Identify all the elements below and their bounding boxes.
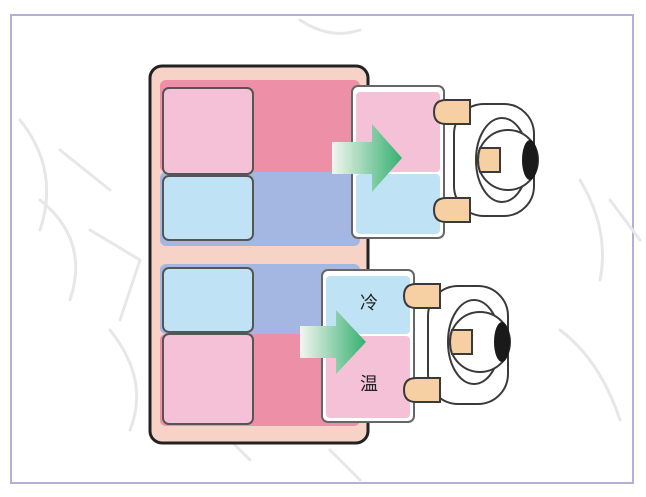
- upper-tray-cold-section: [356, 174, 440, 234]
- person-upper: [434, 100, 538, 222]
- tray-upper-cold-left: [163, 176, 253, 240]
- tray-lower-cold-left: [163, 268, 253, 332]
- tray-lower-warm-left: [163, 334, 253, 424]
- warm-label: 温: [360, 374, 378, 395]
- tray-upper-warm-left: [163, 88, 253, 174]
- person-lower: [404, 284, 510, 404]
- cold-label: 冷: [360, 293, 378, 314]
